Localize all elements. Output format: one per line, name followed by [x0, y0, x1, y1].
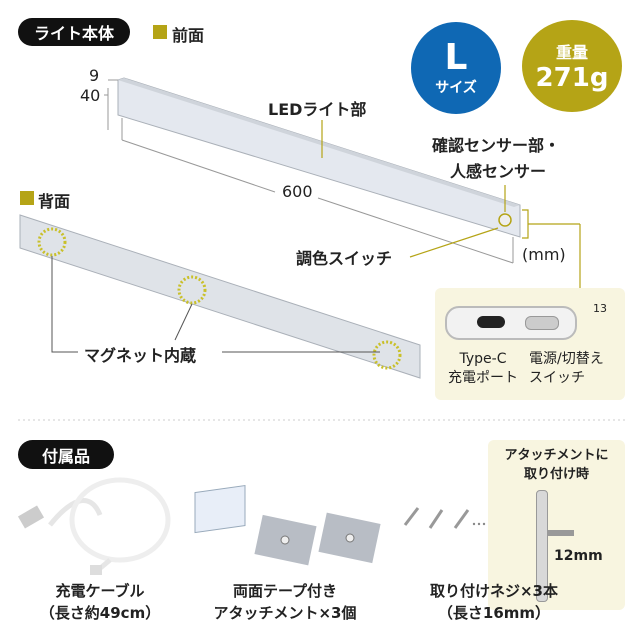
dimension-lines: [104, 79, 514, 264]
caption-line1: 充電ケーブル: [55, 582, 145, 600]
mount-detail-inset: アタッチメントに 取り付け時 12mm: [488, 440, 625, 610]
size-badge: L サイズ: [411, 22, 501, 114]
olive-square-marker: [153, 25, 167, 39]
back-label: 背面: [38, 192, 71, 211]
magnet-markers: [37, 227, 402, 370]
front-bar-top-edge: [118, 78, 520, 207]
depth-dimension: 9: [89, 66, 100, 85]
power-line2: スイッチ: [529, 370, 585, 386]
usb-c-port-icon: [477, 316, 505, 328]
typec-line1: Type-C: [459, 351, 507, 367]
port-detail-inset: 13 Type-C 充電ポート 電源/切替え スイッチ: [435, 288, 625, 400]
accessory-screws-caption: 取り付けネジ×3本 （長さ16mm）: [408, 580, 580, 624]
led-callout: LEDライト部: [268, 100, 367, 119]
sensor-callout-line1: 確認センサー部・: [432, 136, 561, 155]
mounted-bar-side-view: [536, 490, 548, 602]
power-line1: 電源/切替え: [529, 351, 604, 367]
callout-lines: [321, 120, 581, 288]
mount-screw-length: 12mm: [554, 548, 603, 564]
caption-line2: （長さ16mm）: [437, 604, 551, 622]
port-end-cap: [445, 306, 577, 340]
height-dimension: 40: [80, 86, 101, 105]
length-dimension: 600: [282, 182, 313, 201]
sensor-dome: [498, 213, 512, 227]
size-label: サイズ: [435, 80, 477, 96]
weight-badge: 重量 271g: [522, 20, 622, 112]
front-label: 前面: [172, 26, 205, 45]
caption-line2: （長さ約49cm）: [39, 604, 161, 622]
usb-c-plug: [90, 565, 102, 575]
caption-line1: 両面テープ付き: [232, 582, 338, 600]
mount-note-line2: 取り付け時: [523, 467, 589, 482]
section-title-accessories: 付属品: [18, 440, 114, 469]
port-height-dimension: 13: [593, 302, 607, 315]
unit-label: (mm): [522, 245, 566, 264]
color-switch-callout: 調色スイッチ: [296, 249, 393, 268]
ellipsis-icon: [472, 522, 486, 526]
typec-callout: Type-C 充電ポート: [443, 350, 523, 388]
cable-image: [48, 477, 171, 572]
sensor-callout-line2: 人感センサー: [450, 162, 547, 181]
weight-value: 271g: [535, 63, 609, 93]
attachment-plates-image: [194, 484, 381, 566]
usb-a-plug: [17, 505, 45, 529]
typec-line2: 充電ポート: [448, 370, 518, 386]
back-light-bar: [19, 214, 421, 379]
screw-side-view: [548, 530, 574, 536]
mount-note-line1: アタッチメントに: [504, 448, 609, 463]
size-letter: L: [444, 37, 468, 78]
olive-square-marker: [20, 191, 34, 205]
caption-line1: 取り付けネジ×3本: [429, 582, 558, 600]
screws-image: [403, 507, 470, 529]
section-title-light-body: ライト本体: [18, 18, 130, 46]
power-switch-icon: [525, 316, 559, 330]
accessory-cable-caption: 充電ケーブル （長さ約49cm）: [20, 580, 180, 624]
mount-note: アタッチメントに 取り付け時: [488, 446, 625, 484]
accessory-attachment-caption: 両面テープ付き アタッチメント×3個: [195, 580, 375, 624]
power-switch-callout: 電源/切替え スイッチ: [529, 350, 604, 388]
caption-line2: アタッチメント×3個: [213, 604, 357, 622]
weight-label: 重量: [555, 43, 588, 62]
magnet-callout-lines: [51, 256, 380, 353]
magnet-callout: マグネット内蔵: [84, 346, 197, 365]
